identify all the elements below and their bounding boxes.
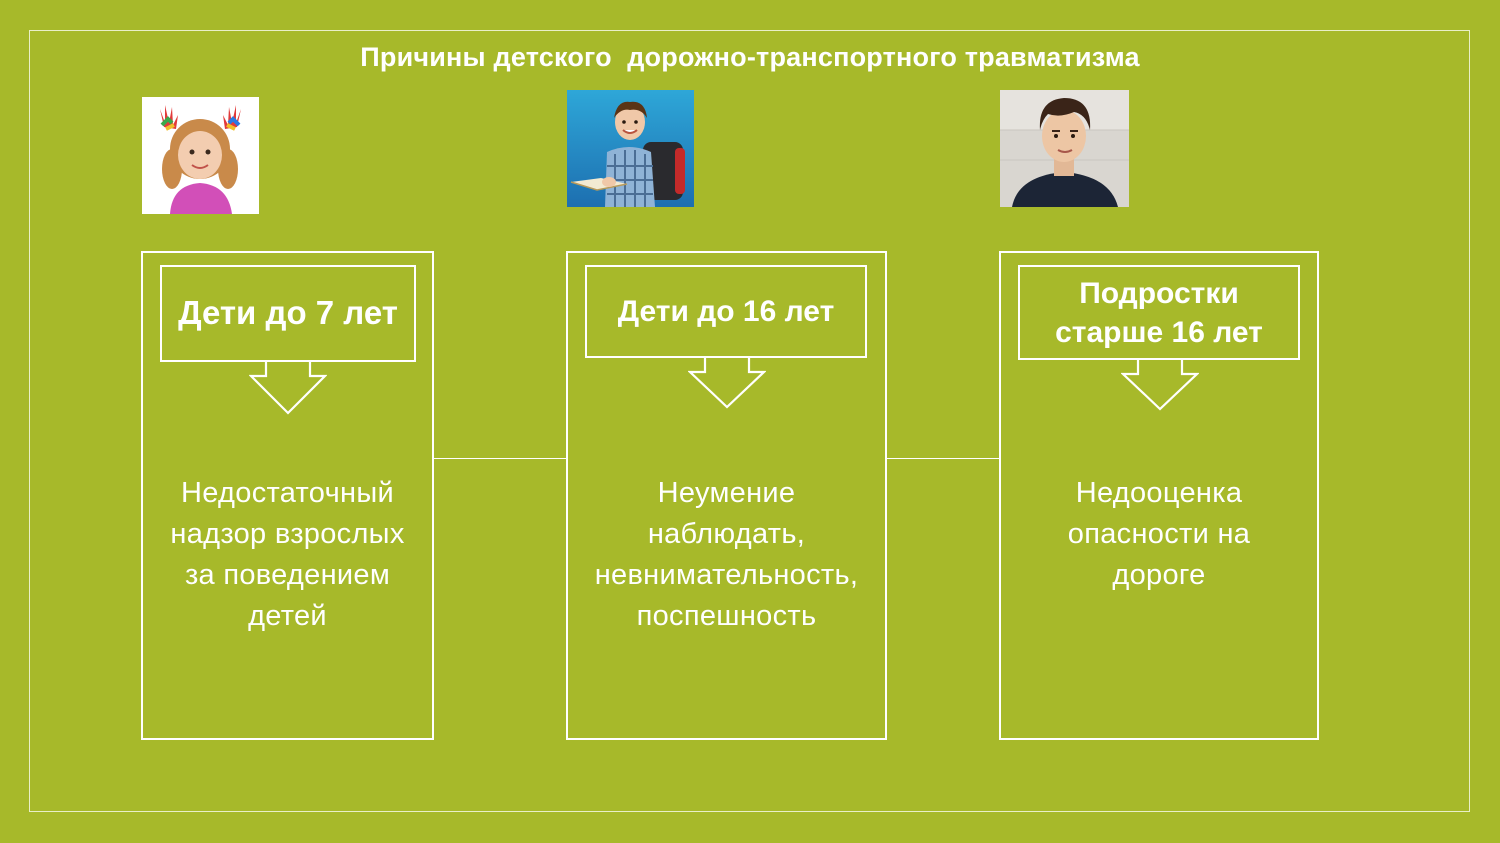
- age-group-text-line: Подростки: [1079, 276, 1239, 310]
- cause-text: Недостаточный надзор взрослых за поведен…: [143, 473, 432, 637]
- age-group-label: Дети до 7 лет: [160, 265, 416, 362]
- age-column-under-7: Дети до 7 лет Недостаточный надзор взрос…: [141, 251, 434, 740]
- age-column-under-16: Дети до 16 лет Неумение наблюдать, невни…: [566, 251, 887, 740]
- cause-text: Недооценка опасности на дороге: [1001, 473, 1317, 596]
- age-group-text: Дети до 7 лет: [178, 294, 398, 332]
- down-arrow-icon: [1121, 358, 1199, 411]
- age-group-label: Дети до 16 лет: [585, 265, 867, 358]
- cause-line: опасности на: [1067, 518, 1251, 550]
- age-column-over-16: Подростки старше 16 лет Недооценка опасн…: [999, 251, 1319, 740]
- schoolboy-with-backpack-photo: [567, 90, 694, 207]
- slide-title: Причины детского дорожно-транспортного т…: [360, 42, 1140, 72]
- connector-line: [434, 458, 567, 459]
- down-arrow-icon: [249, 360, 327, 415]
- cause-line: дороге: [1112, 559, 1206, 591]
- cause-line: надзор взрослых: [170, 518, 405, 550]
- cause-line: невнимательность,: [594, 559, 859, 591]
- age-group-text-line: старше 16 лет: [1055, 315, 1263, 349]
- girl-with-painted-hands-photo: [142, 97, 259, 214]
- cause-line: Неумение: [657, 477, 796, 509]
- cause-line: Недооценка: [1075, 477, 1243, 509]
- age-group-text: Дети до 16 лет: [617, 295, 835, 328]
- cause-line: детей: [248, 600, 327, 632]
- cause-line: наблюдать,: [647, 518, 806, 550]
- cause-line: Недостаточный: [181, 477, 394, 509]
- cause-line: поспешность: [636, 600, 817, 632]
- down-arrow-icon: [688, 356, 766, 409]
- cause-text: Неумение наблюдать, невнимательность, по…: [568, 473, 885, 637]
- cause-line: за поведением: [184, 559, 391, 591]
- connector-line: [887, 458, 999, 459]
- teenage-boy-photo: [1000, 90, 1129, 207]
- slide-frame: [29, 30, 1470, 812]
- age-group-label: Подростки старше 16 лет: [1018, 265, 1300, 360]
